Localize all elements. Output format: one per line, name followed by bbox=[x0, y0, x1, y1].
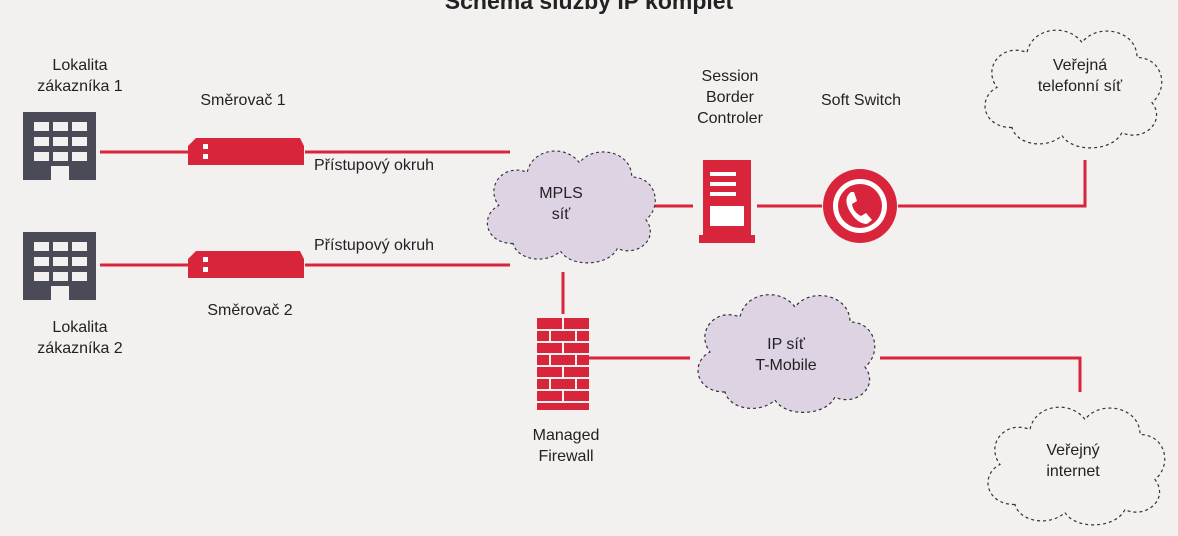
diagram-title: Schéma služby IP komplet bbox=[444, 0, 734, 14]
server-icon bbox=[699, 160, 755, 243]
access-circuit-1-label: Přístupový okruh bbox=[314, 157, 435, 174]
building-icon bbox=[23, 112, 96, 180]
access-circuit-2-label: Přístupový okruh bbox=[314, 237, 435, 254]
router1-label: Směrovač 1 bbox=[200, 92, 286, 109]
firewall-icon bbox=[537, 318, 589, 410]
router-icon bbox=[188, 251, 304, 278]
link-softswitch-pstn bbox=[898, 160, 1087, 208]
building-icon bbox=[23, 232, 96, 300]
connections bbox=[100, 150, 1087, 392]
phone-icon bbox=[823, 169, 897, 243]
link-ipnet-internet bbox=[880, 356, 1082, 392]
router2-label: Směrovač 2 bbox=[207, 302, 293, 319]
router-icon bbox=[188, 138, 304, 165]
softswitch-label: Soft Switch bbox=[820, 92, 902, 109]
